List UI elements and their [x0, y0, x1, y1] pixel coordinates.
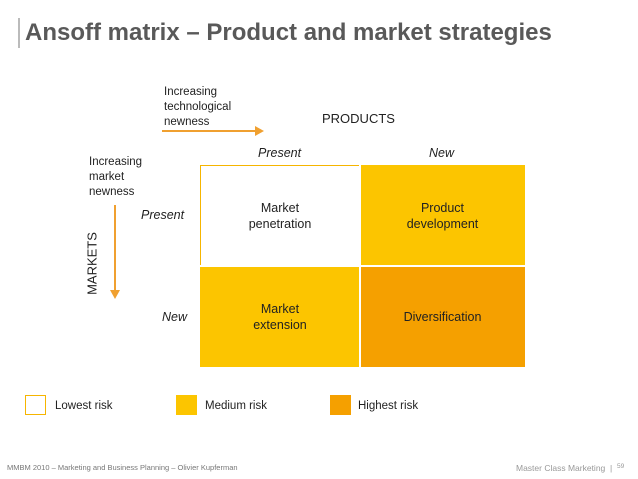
market-newness-line-3: newness [89, 186, 135, 198]
tech-newness-arrow [162, 126, 264, 136]
tech-newness-line-1: Increasing [164, 86, 218, 98]
cell-product-development-label: Product development [406, 200, 479, 231]
markets-heading: MARKETS [84, 232, 100, 295]
market-newness-line-2: market [89, 171, 125, 183]
footer-separator: | [610, 463, 613, 473]
market-newness-label: Increasing market newness [89, 155, 142, 200]
tech-newness-line-3: newness [164, 116, 210, 128]
title-accent-bar [18, 18, 20, 48]
legend-label-medium: Medium risk [205, 400, 267, 412]
market-newness-line-1: Increasing [89, 156, 143, 168]
cell-diversification-label: Diversification [403, 309, 482, 324]
row-header-present: Present [141, 208, 185, 222]
cell-product-development: Product development [360, 165, 525, 266]
cell-market-penetration-label: Market penetration [248, 200, 312, 231]
legend-swatch-lowest [25, 395, 46, 415]
cell-market-extension: Market extension [200, 266, 360, 367]
column-header-new: New [429, 146, 455, 160]
tech-newness-label: Increasing technological newness [164, 85, 231, 130]
cell-market-extension-label: Market extension [253, 301, 307, 332]
column-header-present: Present [258, 146, 302, 160]
footer-course-info: MMBM 2010 – Marketing and Business Plann… [7, 463, 238, 472]
cell-market-penetration: Market penetration [200, 165, 360, 266]
tech-newness-line-2: technological [164, 101, 232, 113]
legend-swatch-highest [330, 395, 351, 415]
cell-diversification: Diversification [360, 266, 525, 367]
market-newness-arrow [110, 205, 120, 299]
legend-label-highest: Highest risk [358, 400, 419, 412]
matrix-divider-horizontal [200, 265, 525, 267]
footer-brand: Master Class Marketing [516, 463, 606, 473]
page-number: 59 [617, 463, 625, 470]
row-header-new: New [162, 310, 188, 324]
page-title: Ansoff matrix – Product and market strat… [25, 19, 552, 46]
legend-label-lowest: Lowest risk [55, 400, 113, 412]
products-heading: PRODUCTS [322, 111, 395, 126]
legend-swatch-medium [176, 395, 197, 415]
